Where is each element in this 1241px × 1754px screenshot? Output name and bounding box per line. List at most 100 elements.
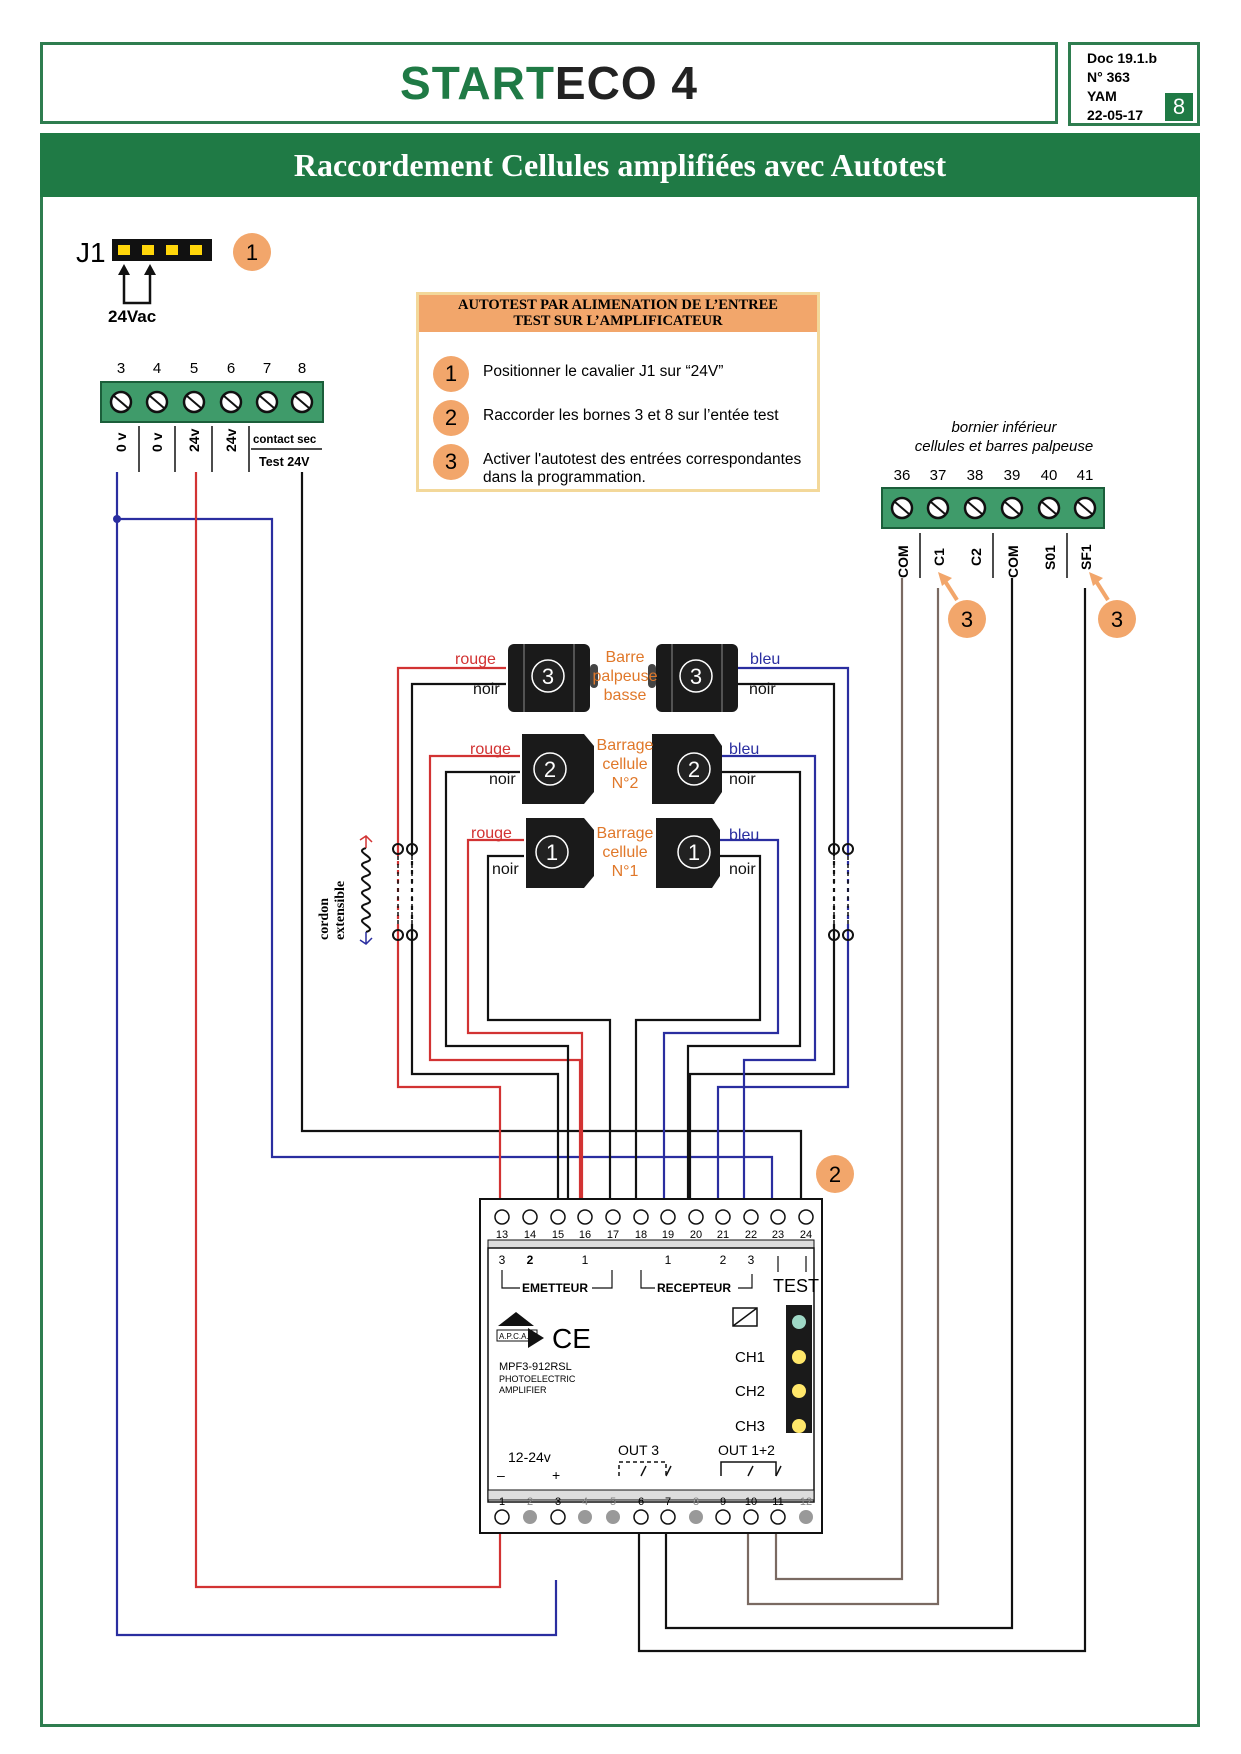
title-eco: ECO 4 (554, 57, 698, 109)
svg-text:–: – (497, 1467, 505, 1483)
svg-text:noir: noir (492, 861, 519, 878)
doc-date: 22-05-17 (1087, 107, 1144, 123)
svg-text:rouge: rouge (455, 651, 496, 668)
svg-text:36: 36 (894, 467, 911, 484)
svg-text:noir: noir (473, 681, 500, 698)
svg-text:3: 3 (542, 664, 554, 689)
svg-text:basse: basse (604, 687, 647, 704)
left-terminal-labels: 0 v 0 v 24v 24v contact sec Test 24V (113, 428, 317, 469)
left-terminal-block (100, 381, 324, 423)
cell1-emitter: 1 (526, 818, 594, 888)
coil-cord-label: cordon extensible (317, 881, 348, 940)
emitter-wires (396, 666, 612, 1212)
svg-text:+: + (552, 1467, 560, 1483)
jumper-connector (112, 239, 212, 261)
wire-color-labels: rouge noir bleu noir rouge noir bleu noi… (455, 651, 780, 878)
svg-text:17: 17 (607, 1229, 619, 1241)
svg-text:3: 3 (555, 1496, 561, 1508)
right-terminal-block (881, 487, 1105, 529)
svg-text:CH1: CH1 (735, 1349, 765, 1366)
svg-text:extensible: extensible (333, 881, 348, 940)
ce-mark: CE (552, 1323, 591, 1354)
wiring-badge (816, 1155, 854, 1193)
left-terminal-screws (109, 390, 314, 414)
svg-text:PHOTOELECTRIC: PHOTOELECTRIC (499, 1374, 576, 1384)
svg-text:cellules et barres palpeuse: cellules et barres palpeuse (915, 438, 1093, 455)
svg-text:8: 8 (693, 1496, 699, 1508)
svg-text:11: 11 (772, 1496, 783, 1508)
svg-text:6: 6 (227, 360, 235, 377)
doc-author: YAM (1087, 88, 1117, 104)
svg-text:3: 3 (690, 664, 702, 689)
svg-text:cordon: cordon (317, 898, 332, 940)
svg-text:EMETTEUR: EMETTEUR (522, 1281, 588, 1295)
svg-text:22: 22 (745, 1229, 757, 1241)
amp-model-text: MPF3-912RSL PHOTOELECTRIC AMPLIFIER (499, 1361, 576, 1395)
svg-text:1: 1 (582, 1253, 589, 1267)
right-terminal-numbers: 36 37 38 39 40 41 (894, 467, 1094, 484)
svg-text:SF1: SF1 (1078, 544, 1094, 570)
step-badge: 1 (433, 356, 469, 392)
svg-text:contact sec: contact sec (253, 434, 317, 446)
svg-text:Barre: Barre (605, 649, 644, 666)
svg-text:2: 2 (829, 1162, 841, 1187)
svg-text:noir: noir (489, 771, 516, 788)
receiver-wires (634, 666, 850, 1212)
svg-text:bleu: bleu (729, 827, 759, 844)
svg-text:15: 15 (552, 1229, 564, 1241)
svg-text:6: 6 (638, 1496, 644, 1508)
svg-text:2: 2 (544, 757, 556, 782)
svg-text:noir: noir (749, 681, 776, 698)
svg-text:5: 5 (610, 1496, 616, 1508)
jumper-arrows (118, 264, 156, 275)
svg-text:0 v: 0 v (149, 432, 165, 452)
svg-text:CH3: CH3 (735, 1418, 765, 1435)
svg-text:12-24v: 12-24v (508, 1449, 551, 1465)
svg-text:noir: noir (729, 861, 756, 878)
svg-text:3: 3 (748, 1253, 755, 1267)
svg-text:4: 4 (582, 1496, 588, 1508)
svg-text:bleu: bleu (729, 741, 759, 758)
svg-text:bornier inférieur: bornier inférieur (951, 419, 1057, 436)
svg-text:18: 18 (635, 1229, 647, 1241)
svg-text:1: 1 (499, 1496, 505, 1508)
svg-text:3: 3 (499, 1253, 506, 1267)
svg-text:5: 5 (190, 360, 198, 377)
doc-number: N° 363 (1087, 69, 1130, 85)
svg-text:2: 2 (527, 1496, 533, 1508)
autotest-info-box: AUTOTEST PAR ALIMENATION DE L’ENTREE TES… (416, 292, 820, 492)
left-terminal-numbers: 3 4 5 6 7 8 (117, 360, 306, 377)
title-start: START (400, 57, 555, 109)
amp-bracket-labels: EMETTEUR RECEPTEUR (522, 1281, 731, 1295)
svg-text:N°2: N°2 (612, 775, 639, 792)
svg-text:C2: C2 (968, 548, 984, 566)
svg-text:4: 4 (153, 360, 161, 377)
svg-text:41: 41 (1077, 467, 1094, 484)
svg-text:14: 14 (524, 1229, 536, 1241)
svg-text:1: 1 (546, 840, 558, 865)
page-number: 8 (1165, 93, 1193, 121)
svg-text:CH2: CH2 (735, 1383, 765, 1400)
svg-text:21: 21 (717, 1229, 729, 1241)
right-terminal-labels: COM C1 C2 COM S01 SF1 (895, 544, 1094, 578)
jumper-link (122, 268, 152, 305)
barre-receiver: 3 (648, 644, 738, 712)
svg-text:MPF3-912RSL: MPF3-912RSL (499, 1361, 572, 1373)
cell2-emitter: 2 (522, 734, 594, 804)
info-heading: AUTOTEST PAR ALIMENATION DE L’ENTREE TES… (419, 295, 817, 332)
svg-text:2: 2 (720, 1253, 727, 1267)
right-terminal-separators (919, 533, 1068, 578)
svg-text:2: 2 (688, 757, 700, 782)
svg-text:2: 2 (527, 1253, 534, 1267)
c1-badge (948, 600, 986, 638)
svg-text:AMPLIFIER: AMPLIFIER (499, 1385, 547, 1395)
cable-connectors (392, 843, 854, 941)
svg-text:bleu: bleu (750, 651, 780, 668)
coil-cord (359, 835, 373, 945)
svg-text:1: 1 (665, 1253, 672, 1267)
svg-text:OUT 1+2: OUT 1+2 (718, 1442, 775, 1458)
svg-text:24v: 24v (186, 428, 202, 452)
svg-text:3: 3 (961, 607, 973, 632)
step-badge: 2 (433, 400, 469, 436)
svg-text:7: 7 (665, 1496, 671, 1508)
